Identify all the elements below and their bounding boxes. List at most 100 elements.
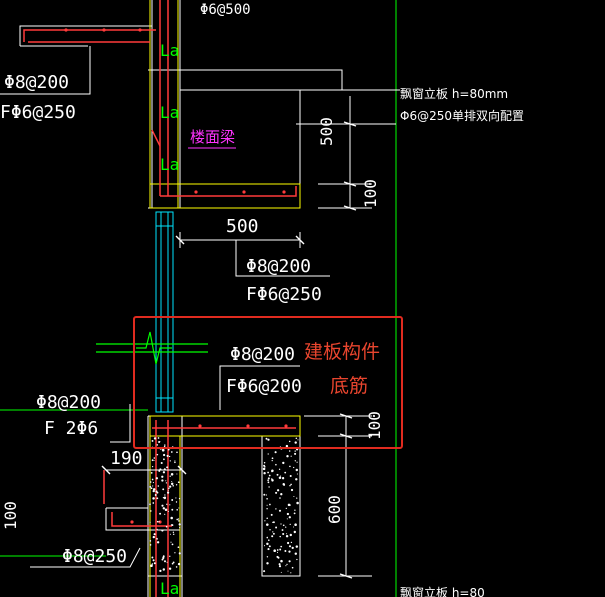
label-la-1: La <box>160 41 179 60</box>
hatch-dot <box>161 558 164 561</box>
label-mid-main: Φ8@200 <box>246 256 311 277</box>
hatch-dot <box>291 546 294 550</box>
hatch-dot <box>166 466 169 469</box>
hatch-dot <box>161 479 164 482</box>
hatch-dot <box>165 525 168 528</box>
hatch-dot <box>274 451 277 454</box>
hatch-dot <box>281 529 284 531</box>
hatch-dot <box>165 480 167 482</box>
hatch-dot <box>266 523 269 526</box>
hatch-dot <box>164 444 166 446</box>
hatch-dot <box>155 477 159 480</box>
hatch-dot <box>293 466 295 469</box>
hatch-dot <box>267 481 270 484</box>
hatch-dot <box>296 461 298 463</box>
hatch-dot <box>171 508 174 511</box>
hatch-dot <box>289 474 292 478</box>
hatch-dot <box>294 552 298 555</box>
hatch-dot <box>178 507 180 509</box>
hatch-dot <box>276 549 279 551</box>
hatch-dot <box>168 487 170 490</box>
hatch-dot <box>264 520 266 522</box>
hatch-dot <box>263 462 266 464</box>
hatch-dot <box>178 552 181 555</box>
hatch-dot <box>280 475 282 477</box>
hatch-dot <box>271 535 274 538</box>
hatch-dot <box>152 559 155 562</box>
hatch-dot <box>156 444 159 446</box>
hatch-dot <box>150 564 153 567</box>
hatch-dot <box>278 565 282 568</box>
label-top-rebar: Φ6@500 <box>200 2 251 18</box>
hatch-dot <box>149 540 152 542</box>
hatch-dot <box>163 560 167 563</box>
hatch-dot <box>272 531 274 533</box>
hatch-dot <box>162 507 166 510</box>
annotation-line2: 底筋 <box>330 375 368 397</box>
hatch-dot <box>286 455 289 458</box>
hatch-dot <box>282 524 285 527</box>
hatch-dot <box>149 544 152 546</box>
hatch-dot <box>296 501 299 505</box>
hatch-dot <box>282 483 285 486</box>
hatch-dot <box>156 490 158 492</box>
hatch-dot <box>290 455 292 457</box>
hatch-dot <box>266 562 269 565</box>
hatch-dot <box>175 566 178 568</box>
hatch-dot <box>272 521 274 523</box>
hatch-dot <box>275 526 278 529</box>
hatch-dot <box>279 535 281 538</box>
hatch-dot <box>288 450 291 452</box>
label-la-3: La <box>160 155 179 174</box>
hatch-dot <box>167 510 169 513</box>
hatch-dot <box>174 460 176 462</box>
label-dim-500-v: 500 <box>317 117 336 146</box>
hatch-dot <box>289 533 292 537</box>
hatch-dot <box>294 509 296 511</box>
hatch-dot <box>266 517 268 519</box>
hatch-dot <box>170 473 174 476</box>
hatch-dot <box>290 572 292 574</box>
hatch-dot <box>149 521 151 523</box>
la-labels: La La La La <box>160 41 179 597</box>
label-left-low-main: Φ8@200 <box>36 392 101 413</box>
hatch-dot <box>172 561 175 564</box>
hatch-dot <box>159 512 162 515</box>
hatch-dot <box>162 488 165 491</box>
hatch-dot <box>264 466 266 468</box>
hatch-dot <box>166 561 168 563</box>
hatch-dot <box>277 556 280 559</box>
hatch-dot <box>269 528 271 531</box>
hatch-dot <box>295 478 298 481</box>
label-mid-dist: FΦ6@250 <box>246 284 322 305</box>
hatch-dot <box>290 488 294 492</box>
hatch-dot <box>287 541 290 545</box>
hatch-dot <box>159 569 162 573</box>
hatch-dot <box>162 496 165 499</box>
rebar-lines <box>23 0 297 597</box>
hatch-dot <box>296 473 298 475</box>
hatch-dot <box>157 485 160 487</box>
hatch-dot <box>162 471 166 474</box>
label-center-dist: FΦ6@200 <box>226 376 302 397</box>
hatch-dot <box>282 532 285 536</box>
label-dim-500-h: 500 <box>226 216 259 237</box>
hatch-dot <box>177 481 180 484</box>
hatch-dot <box>272 521 275 524</box>
hatch-dot <box>290 483 292 486</box>
hatch-dot <box>286 512 290 516</box>
hatch-dot <box>276 473 279 476</box>
label-dim-100-v-left: 100 <box>1 501 20 530</box>
hatch-dot <box>287 570 289 572</box>
hatch-dot <box>278 468 281 470</box>
hatch-dot <box>276 489 280 492</box>
hatch-dot <box>150 487 153 490</box>
hatch-dot <box>276 551 279 553</box>
hatch-dot <box>267 548 270 551</box>
hatch-dot <box>293 495 295 498</box>
hatch-dot <box>266 542 269 546</box>
label-bottom-rebar: Φ8@250 <box>62 546 127 567</box>
hatch-dot <box>280 545 283 548</box>
hatch-dot <box>289 465 291 468</box>
label-dim-600-v: 600 <box>325 495 344 524</box>
